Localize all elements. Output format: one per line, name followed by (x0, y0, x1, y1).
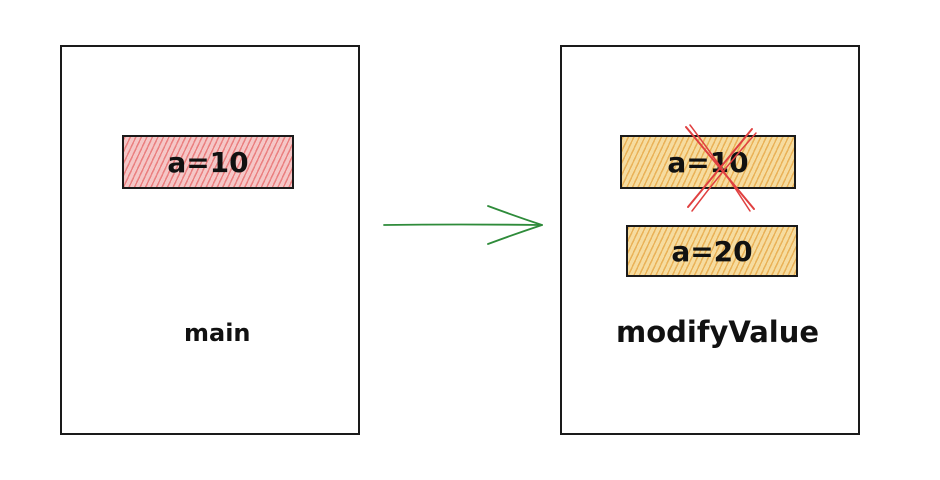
modify-value-frame: a=10 a=20 modifyValue (560, 45, 860, 435)
main-variable-box: a=10 (122, 135, 294, 189)
old-variable-text: a=10 (667, 145, 749, 179)
new-variable-box: a=20 (626, 225, 798, 277)
main-frame: a=10 main (60, 45, 360, 435)
new-variable-text: a=20 (671, 234, 753, 268)
arrow-right-icon (383, 205, 543, 245)
old-variable-box: a=10 (620, 135, 796, 189)
main-frame-label: main (184, 319, 251, 347)
main-variable-text: a=10 (167, 145, 249, 179)
modify-value-frame-label: modifyValue (616, 315, 820, 349)
